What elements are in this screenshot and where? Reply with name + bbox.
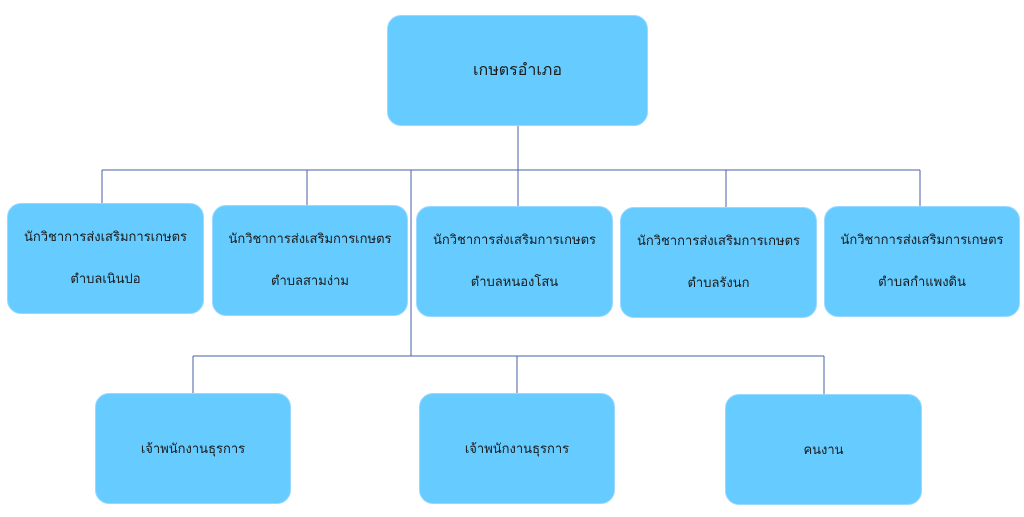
officer-box-3: นักวิชาการส่งเสริมการเกษตร ตำบลหนองโสน	[416, 206, 613, 317]
officer-box-2: นักวิชาการส่งเสริมการเกษตร ตำบลสามง่าม	[212, 205, 408, 316]
root-box: เกษตรอำเภอ	[387, 15, 648, 126]
root-label: เกษตรอำเภอ	[473, 60, 562, 79]
staff-label: คนงาน	[803, 443, 844, 458]
staff-box-3: คนงาน	[725, 394, 922, 505]
officer-title: นักวิชาการส่งเสริมการเกษตร	[432, 232, 596, 248]
officer-area: ตำบลรังนก	[687, 275, 750, 291]
staff-label: เจ้าพนักงานธุรการ	[140, 442, 246, 457]
officer-area: ตำบลสามง่าม	[271, 273, 349, 289]
staff-box-2: เจ้าพนักงานธุรการ	[419, 393, 615, 504]
staff-label: เจ้าพนักงานธุรการ	[464, 442, 570, 457]
officer-title: นักวิชาการส่งเสริมการเกษตร	[23, 229, 187, 245]
officer-box-5: นักวิชาการส่งเสริมการเกษตร ตำบลกำแพงดิน	[824, 206, 1020, 317]
officer-area: ตำบลกำแพงดิน	[878, 274, 966, 290]
officer-title: นักวิชาการส่งเสริมการเกษตร	[228, 231, 392, 247]
officer-box-4: นักวิชาการส่งเสริมการเกษตร ตำบลรังนก	[620, 207, 817, 318]
staff-box-1: เจ้าพนักงานธุรการ	[95, 393, 291, 504]
officer-box-1: นักวิชาการส่งเสริมการเกษตร ตำบลเนินปอ	[7, 203, 204, 314]
officer-title: นักวิชาการส่งเสริมการเกษตร	[636, 233, 800, 249]
officer-area: ตำบลเนินปอ	[70, 271, 141, 287]
officer-area: ตำบลหนองโสน	[470, 274, 559, 290]
officer-title: นักวิชาการส่งเสริมการเกษตร	[840, 232, 1004, 248]
